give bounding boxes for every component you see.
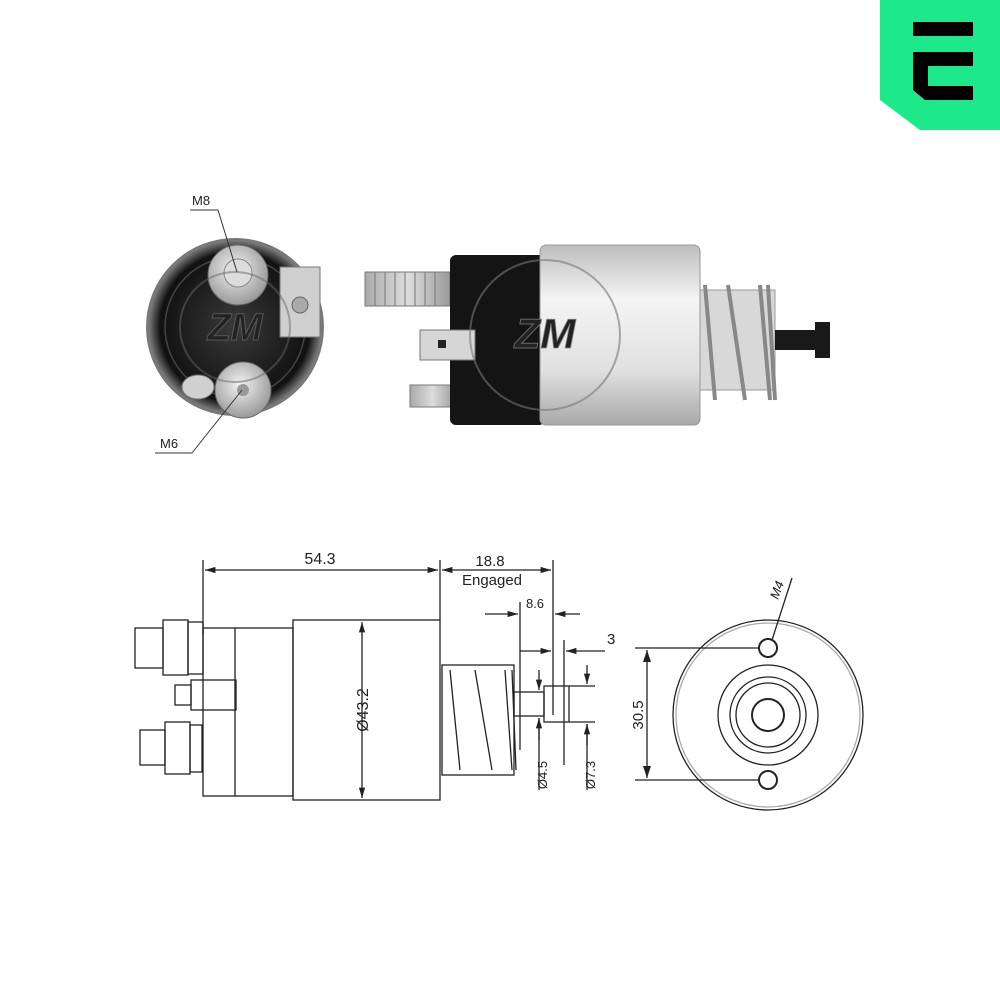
label-m4: M4 bbox=[767, 579, 787, 601]
dim-body-diameter: Ø43.2 bbox=[355, 688, 372, 732]
watermark: ZM bbox=[514, 310, 577, 357]
dim-tip-length: 3 bbox=[607, 631, 615, 648]
dim-stroke-note: Engaged bbox=[462, 572, 522, 589]
solenoid-end-photo: ZM M8 M6 bbox=[140, 185, 340, 460]
dim-plunger-offset: 8.6 bbox=[526, 596, 544, 611]
dim-plunger-diameter: Ø4.5 bbox=[535, 761, 550, 789]
solenoid-side-photo: ZM bbox=[360, 230, 860, 440]
label-m6: M6 bbox=[160, 436, 178, 451]
dim-tip-diameter: Ø7.3 bbox=[583, 761, 598, 789]
brand-logo bbox=[870, 0, 1000, 130]
dimension-drawing-side: 54.3 18.8 Engaged 8.6 3 Ø43.2 bbox=[120, 540, 630, 820]
label-m8: M8 bbox=[192, 193, 210, 208]
dim-stroke: 18.8 bbox=[475, 553, 504, 570]
dim-body-length: 54.3 bbox=[304, 551, 335, 568]
watermark: ZM bbox=[207, 307, 264, 349]
brand-e-icon bbox=[880, 0, 1000, 130]
dimension-drawing-end: 30.5 M4 bbox=[610, 560, 880, 820]
dim-hole-spacing: 30.5 bbox=[630, 700, 647, 729]
